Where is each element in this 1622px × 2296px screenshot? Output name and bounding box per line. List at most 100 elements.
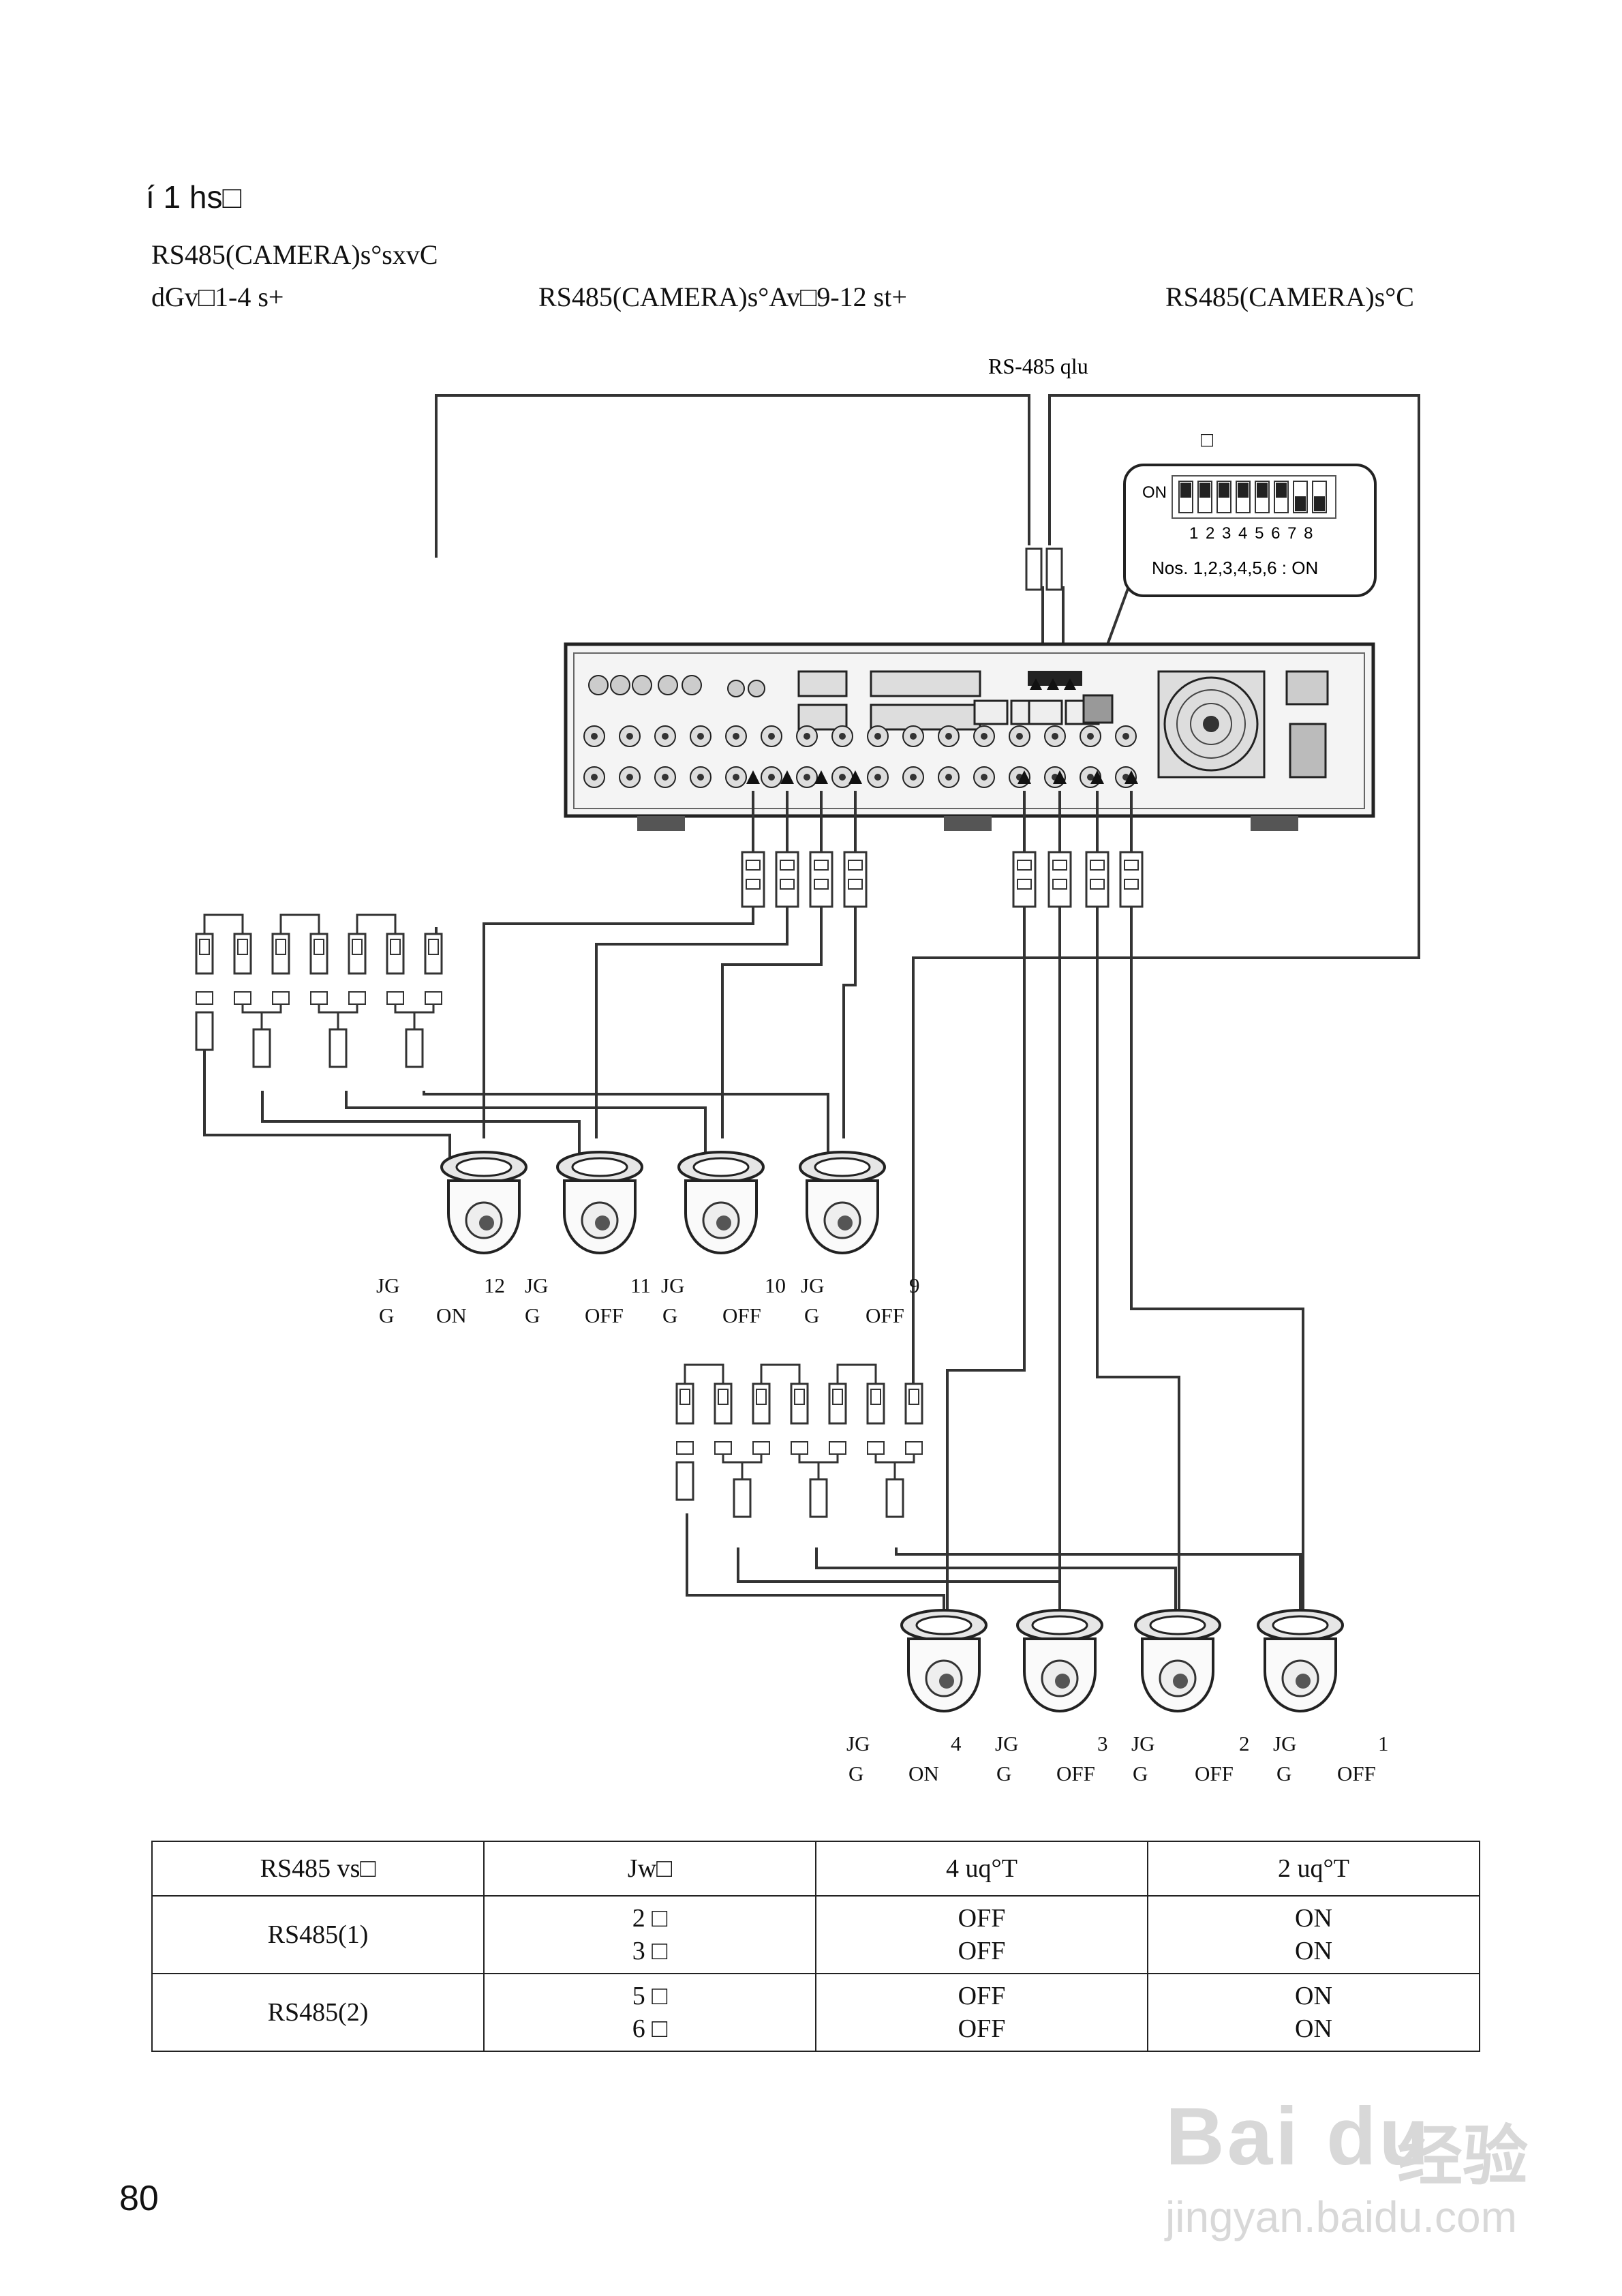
jumper-wire bbox=[356, 913, 397, 934]
cam12-term-prefix: G bbox=[379, 1303, 395, 1327]
bnc-socket-pin bbox=[945, 733, 952, 740]
connector-arrow bbox=[1017, 770, 1031, 784]
bnc-socket-pin bbox=[1016, 733, 1023, 740]
cam1-term: OFF bbox=[1337, 1762, 1376, 1785]
row1-port: RS485(1) bbox=[151, 1895, 485, 1974]
row2-four-a: OFF bbox=[958, 1982, 1006, 2010]
cam11-prefix: JG bbox=[525, 1273, 549, 1297]
modular-plug-tab bbox=[237, 939, 248, 955]
row1-pin-a: 2 □ bbox=[632, 1904, 668, 1933]
splitter-plug bbox=[405, 1028, 424, 1068]
junction-block-upper bbox=[195, 913, 443, 1068]
header-four: 4 uq°T bbox=[815, 1841, 1148, 1897]
bnc-socket-pin bbox=[1087, 733, 1094, 740]
modular-plug-tab bbox=[679, 1389, 690, 1405]
modular-plug-tab bbox=[794, 1389, 805, 1405]
camera-group-upper bbox=[440, 1151, 886, 1254]
cam3-term: OFF bbox=[1056, 1762, 1095, 1785]
camera-group-lower bbox=[900, 1609, 1344, 1712]
camera-lens bbox=[1055, 1674, 1070, 1689]
jumper-wire bbox=[760, 1363, 801, 1384]
dip-numbers: 1 2 3 4 5 6 7 8 bbox=[1189, 524, 1314, 543]
bnc-plug-band bbox=[814, 879, 829, 890]
cam1-prefix: JG bbox=[1273, 1732, 1297, 1755]
splitter-socket bbox=[791, 1441, 808, 1455]
cam4-number: 4 bbox=[951, 1732, 962, 1755]
bnc-socket-pin bbox=[626, 733, 633, 740]
splitter-socket bbox=[348, 991, 366, 1005]
bnc-socket-pin bbox=[1122, 733, 1129, 740]
connector-arrow bbox=[814, 770, 828, 784]
cam12-term: ON bbox=[436, 1303, 467, 1327]
modular-plug-tab bbox=[908, 1389, 919, 1405]
cam2-prefix: JG bbox=[1131, 1732, 1155, 1755]
modular-plug-tab bbox=[756, 1389, 767, 1405]
modular-plug-tab bbox=[428, 939, 439, 955]
bnc-socket-pin bbox=[945, 774, 952, 781]
splitter-plug bbox=[809, 1478, 828, 1518]
camera-mount-ring bbox=[455, 1157, 512, 1177]
page-heading: í 1 hs□ bbox=[146, 179, 242, 215]
jumper-wire bbox=[836, 1363, 877, 1384]
bnc-plug-band bbox=[1017, 879, 1032, 890]
splitter-plug bbox=[733, 1478, 752, 1518]
bnc-socket-pin bbox=[768, 774, 775, 781]
connector-arrow bbox=[1124, 770, 1138, 784]
bnc-plug-band bbox=[1090, 860, 1105, 871]
splitter-body bbox=[874, 1454, 915, 1464]
camera-lens bbox=[939, 1674, 954, 1689]
bnc-socket-pin bbox=[981, 733, 988, 740]
bnc-plug-band bbox=[780, 860, 795, 871]
splitter-body bbox=[798, 1454, 839, 1464]
splitter-socket bbox=[829, 1441, 846, 1455]
bnc-plug-band bbox=[814, 860, 829, 871]
cam4-term: ON bbox=[908, 1762, 939, 1785]
header-two: 2 uq°T bbox=[1147, 1841, 1480, 1897]
row2-pin-b: 6 □ bbox=[632, 2014, 668, 2043]
row2-pin-a: 5 □ bbox=[632, 1982, 668, 2010]
splitter-socket bbox=[905, 1441, 923, 1455]
bnc-socket-pin bbox=[981, 774, 988, 781]
camera-mount-ring bbox=[1031, 1615, 1088, 1635]
bnc-plug-band bbox=[1124, 860, 1139, 871]
bnc-plug-band bbox=[1017, 860, 1032, 871]
splitter-plug bbox=[252, 1028, 271, 1068]
bnc-socket-pin bbox=[662, 774, 669, 781]
camera-lens bbox=[1173, 1674, 1188, 1689]
bnc-socket-pin bbox=[591, 733, 598, 740]
modular-plug-tab bbox=[870, 1389, 881, 1405]
row2-two-b: ON bbox=[1295, 2014, 1332, 2043]
bnc-plug-band bbox=[1124, 879, 1139, 890]
cam11-term: OFF bbox=[585, 1303, 624, 1327]
intro-line-2-right: RS485(CAMERA)s°C bbox=[1165, 282, 1414, 312]
cam2-number: 2 bbox=[1239, 1732, 1250, 1755]
table-row: RS485(2) 5 □ 6 □ OFF OFF ON ON bbox=[151, 1973, 1480, 2052]
bnc-socket-pin bbox=[733, 733, 739, 740]
video-input-sockets bbox=[583, 678, 1138, 788]
jumper-wire bbox=[279, 913, 320, 934]
bnc-socket-pin bbox=[768, 733, 775, 740]
cam12-prefix: JG bbox=[376, 1273, 400, 1297]
modular-plug-tab bbox=[718, 1389, 729, 1405]
dip-key-lever bbox=[1219, 483, 1229, 498]
modular-plug-tab bbox=[832, 1389, 843, 1405]
connector-arrow bbox=[1064, 678, 1076, 690]
modular-plug-tab bbox=[275, 939, 286, 955]
rs485-cable-label: RS-485 qlu bbox=[988, 354, 1088, 378]
bnc-socket-pin bbox=[910, 733, 917, 740]
splitter-socket bbox=[714, 1441, 732, 1455]
splitter-body bbox=[241, 1004, 282, 1014]
bnc-plugs bbox=[741, 851, 1144, 908]
bnc-socket-pin bbox=[910, 774, 917, 781]
cam3-prefix: JG bbox=[995, 1732, 1019, 1755]
camera-mount-ring bbox=[1149, 1615, 1206, 1635]
splitter-body bbox=[722, 1454, 763, 1464]
bnc-socket-pin bbox=[874, 774, 881, 781]
cam11-number: 11 bbox=[630, 1273, 651, 1297]
bnc-socket-pin bbox=[1087, 774, 1094, 781]
cam2-term-prefix: G bbox=[1133, 1762, 1148, 1785]
modular-plug-tab bbox=[313, 939, 324, 955]
row2-two: ON ON bbox=[1147, 1973, 1480, 2052]
fan-icon bbox=[1157, 670, 1266, 779]
cam11-term-prefix: G bbox=[525, 1303, 540, 1327]
